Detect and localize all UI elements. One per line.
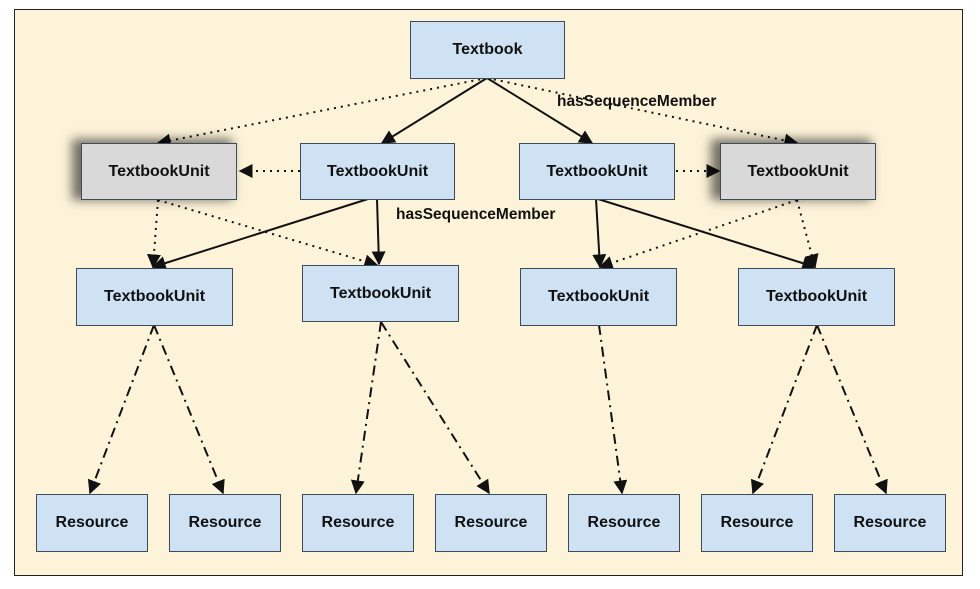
node-unit-mid-2: TextbookUnit bbox=[302, 265, 459, 322]
node-unit-top-b: TextbookUnit bbox=[519, 143, 675, 200]
node-unit-mid-3: TextbookUnit bbox=[520, 268, 677, 326]
node-unit-mid-4: TextbookUnit bbox=[738, 268, 895, 326]
node-textbook: Textbook bbox=[410, 21, 565, 79]
node-resource-5: Resource bbox=[568, 494, 680, 552]
node-resource-1: Resource bbox=[36, 494, 148, 552]
node-resource-7: Resource bbox=[834, 494, 946, 552]
node-unit-grey-right: TextbookUnit bbox=[720, 143, 876, 200]
node-unit-grey-left: TextbookUnit bbox=[81, 143, 237, 200]
node-resource-6: Resource bbox=[701, 494, 813, 552]
edge-label-middle: hasSequenceMember bbox=[396, 206, 556, 223]
node-resource-3: Resource bbox=[302, 494, 414, 552]
node-unit-top-a: TextbookUnit bbox=[300, 143, 455, 200]
edge-label-top: hasSequenceMember bbox=[557, 93, 717, 110]
node-resource-4: Resource bbox=[435, 494, 547, 552]
node-unit-mid-1: TextbookUnit bbox=[76, 268, 233, 326]
node-resource-2: Resource bbox=[169, 494, 281, 552]
